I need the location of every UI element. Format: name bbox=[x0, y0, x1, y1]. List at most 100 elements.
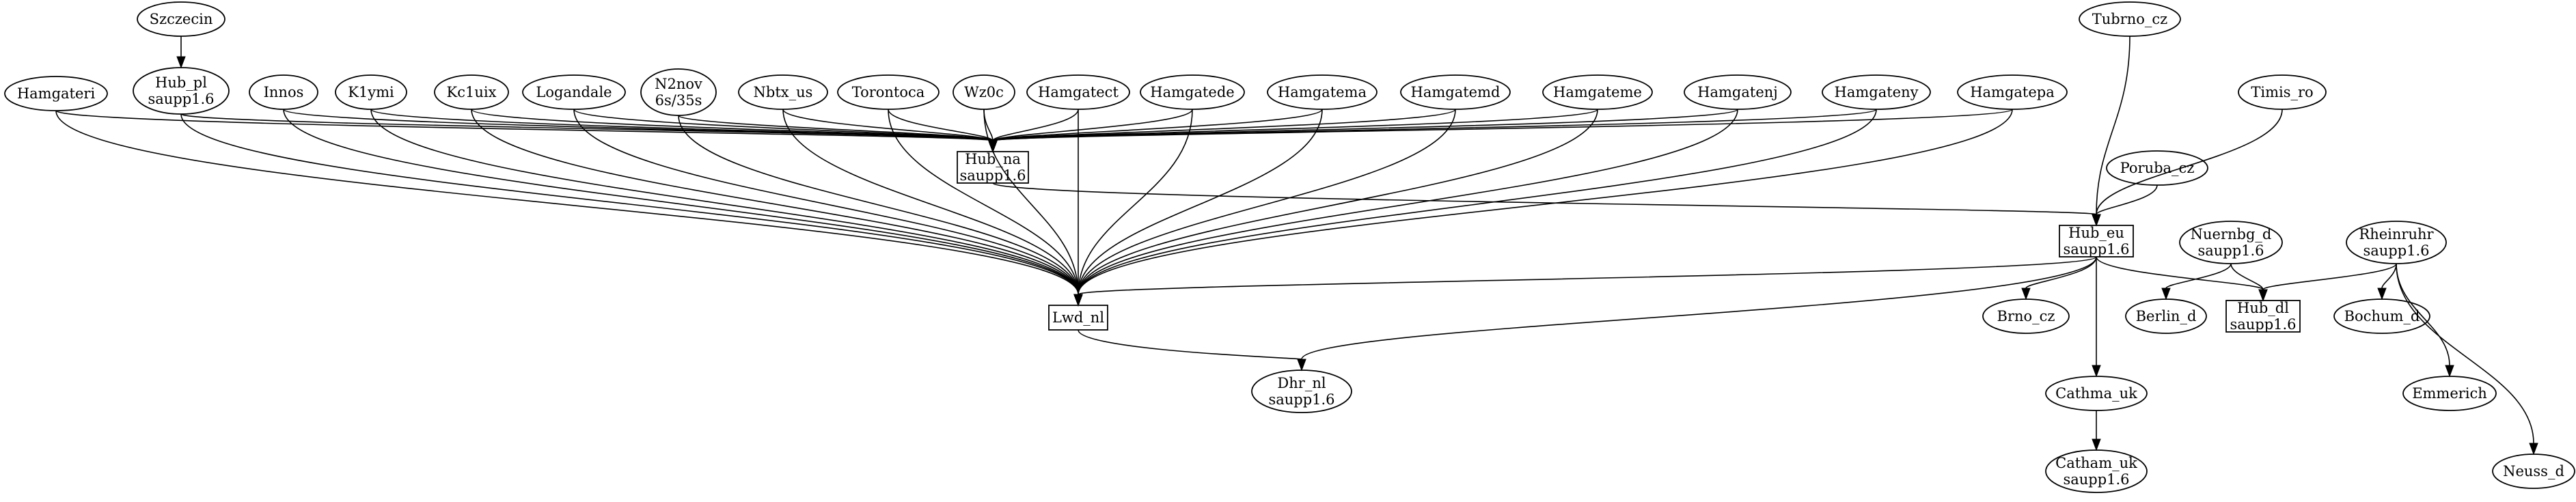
node-ellipse bbox=[522, 74, 626, 110]
node-poruba-cz: Poruba_cz bbox=[2106, 150, 2208, 186]
edge-line bbox=[992, 109, 1323, 141]
edge-line bbox=[1078, 329, 1302, 360]
node-ellipse bbox=[1400, 74, 1511, 110]
node-label: Hub_eu bbox=[2068, 225, 2124, 241]
node-kc1uix: Kc1uix bbox=[434, 74, 509, 110]
node-hamgateme: Hamgateme bbox=[1542, 74, 1653, 110]
edge-line bbox=[888, 109, 1079, 295]
node-label: saupp1.6 bbox=[2197, 242, 2264, 259]
node-box bbox=[1048, 305, 1108, 331]
edge-line bbox=[782, 109, 1079, 295]
edge-n2nov-to-lwd_nl bbox=[678, 115, 1083, 307]
arrowhead-icon bbox=[1073, 294, 1083, 307]
node-ellipse bbox=[640, 68, 717, 116]
edge-line bbox=[2096, 109, 2283, 215]
edge-line bbox=[678, 115, 1079, 295]
node-label: Logandale bbox=[536, 84, 612, 100]
node-hamgatect: Hamgatect bbox=[1026, 74, 1130, 110]
node-box bbox=[2059, 225, 2134, 257]
arrowhead-icon bbox=[2161, 288, 2171, 301]
node-label: saupp1.6 bbox=[959, 167, 1026, 184]
edge-line bbox=[1078, 109, 2013, 295]
node-brno-cz: Brno_cz bbox=[1982, 298, 2070, 334]
arrowhead-icon bbox=[2021, 288, 2031, 301]
node-k1ymi: K1ymi bbox=[335, 74, 407, 110]
node-ellipse bbox=[837, 74, 940, 110]
node-ellipse bbox=[434, 74, 509, 110]
edge-line bbox=[1301, 256, 2097, 360]
node-hamgatemd: Hamgatemd bbox=[1400, 74, 1511, 110]
node-ellipse bbox=[2238, 74, 2327, 110]
edge-hamgatede-to-hub_na bbox=[988, 109, 1193, 153]
node-ellipse bbox=[2125, 298, 2207, 334]
edge-line bbox=[2096, 36, 2130, 215]
edge-line bbox=[2165, 263, 2232, 289]
edge-line bbox=[2230, 263, 2264, 290]
node-label: saupp1.6 bbox=[1268, 391, 1334, 408]
edge-line bbox=[2096, 184, 2158, 215]
edge-szczecin-to-hub_pl bbox=[176, 36, 186, 69]
node-ellipse bbox=[1267, 74, 1378, 110]
node-label: Timis_ro bbox=[2251, 84, 2313, 100]
node-label: Neuss_d bbox=[2503, 463, 2564, 479]
node-szczecin: Szczecin bbox=[137, 1, 225, 37]
node-hamgatenj: Hamgatenj bbox=[1684, 74, 1792, 110]
node-label: Dhr_nl bbox=[1277, 375, 1326, 391]
edge-poruba_cz-to-hub_eu bbox=[2092, 184, 2158, 227]
edge-line bbox=[992, 109, 1079, 141]
node-label: Rheinruhr bbox=[2359, 226, 2434, 242]
edge-line bbox=[283, 109, 1079, 295]
arrowhead-icon bbox=[2092, 438, 2101, 451]
node-label: saupp1.6 bbox=[2063, 471, 2129, 488]
arrowhead-icon bbox=[2092, 214, 2101, 227]
node-label: 6s/35s bbox=[655, 92, 702, 109]
node-label: Lwd_nl bbox=[1052, 309, 1104, 326]
edge-lwd_nl-to-dhr_nl bbox=[1078, 329, 1306, 372]
node-label: Hamgateri bbox=[17, 85, 96, 102]
edge-line bbox=[1078, 109, 1877, 295]
node-emmerich: Emmerich bbox=[2402, 376, 2497, 411]
node-ellipse bbox=[1957, 74, 2068, 110]
edge-line bbox=[2381, 263, 2397, 289]
node-label: Tubrno_cz bbox=[2092, 11, 2168, 27]
node-innos: Innos bbox=[249, 74, 318, 110]
edge-line bbox=[983, 109, 1079, 295]
node-label: Catham_uk bbox=[2055, 455, 2137, 471]
node-hamgatepa: Hamgatepa bbox=[1957, 74, 2068, 110]
arrowhead-icon bbox=[2377, 288, 2387, 301]
node-bochum-d: Bochum_d bbox=[2333, 298, 2430, 334]
node-label: Hamgatect bbox=[1038, 84, 1119, 100]
edge-nuernbg_d-to-berlin_d bbox=[2161, 263, 2232, 301]
node-label: K1ymi bbox=[348, 84, 394, 100]
edge-line bbox=[1078, 109, 1456, 295]
edge-line bbox=[1078, 109, 1598, 295]
edge-tubrno_cz-to-hub_eu bbox=[2092, 36, 2130, 227]
edge-hub_eu-to-cathma_uk bbox=[2092, 256, 2101, 378]
edge-line bbox=[782, 109, 994, 141]
node-ellipse bbox=[2492, 454, 2575, 489]
edge-line bbox=[1078, 109, 1738, 295]
node-label: Hamgatenj bbox=[1697, 84, 1778, 100]
node-box bbox=[957, 151, 1029, 184]
edge-line bbox=[992, 109, 2013, 141]
node-lwd-nl: Lwd_nl bbox=[1048, 305, 1108, 331]
node-label: Hamgateme bbox=[1553, 84, 1642, 100]
node-label: saupp1.6 bbox=[148, 91, 214, 107]
node-hamgateri: Hamgateri bbox=[4, 76, 108, 111]
arrowhead-icon bbox=[2445, 365, 2454, 378]
node-label: Hamgatemd bbox=[1411, 84, 1501, 100]
node-hamgatema: Hamgatema bbox=[1267, 74, 1378, 110]
edge-hamgatepa-to-hub_na bbox=[988, 109, 2013, 153]
node-label: Hamgatema bbox=[1278, 84, 1367, 100]
edge-rheinruhr-to-neuss_d bbox=[2396, 263, 2538, 456]
edge-hamgatect-to-hub_na bbox=[988, 109, 1079, 153]
node-ellipse bbox=[2346, 221, 2447, 264]
